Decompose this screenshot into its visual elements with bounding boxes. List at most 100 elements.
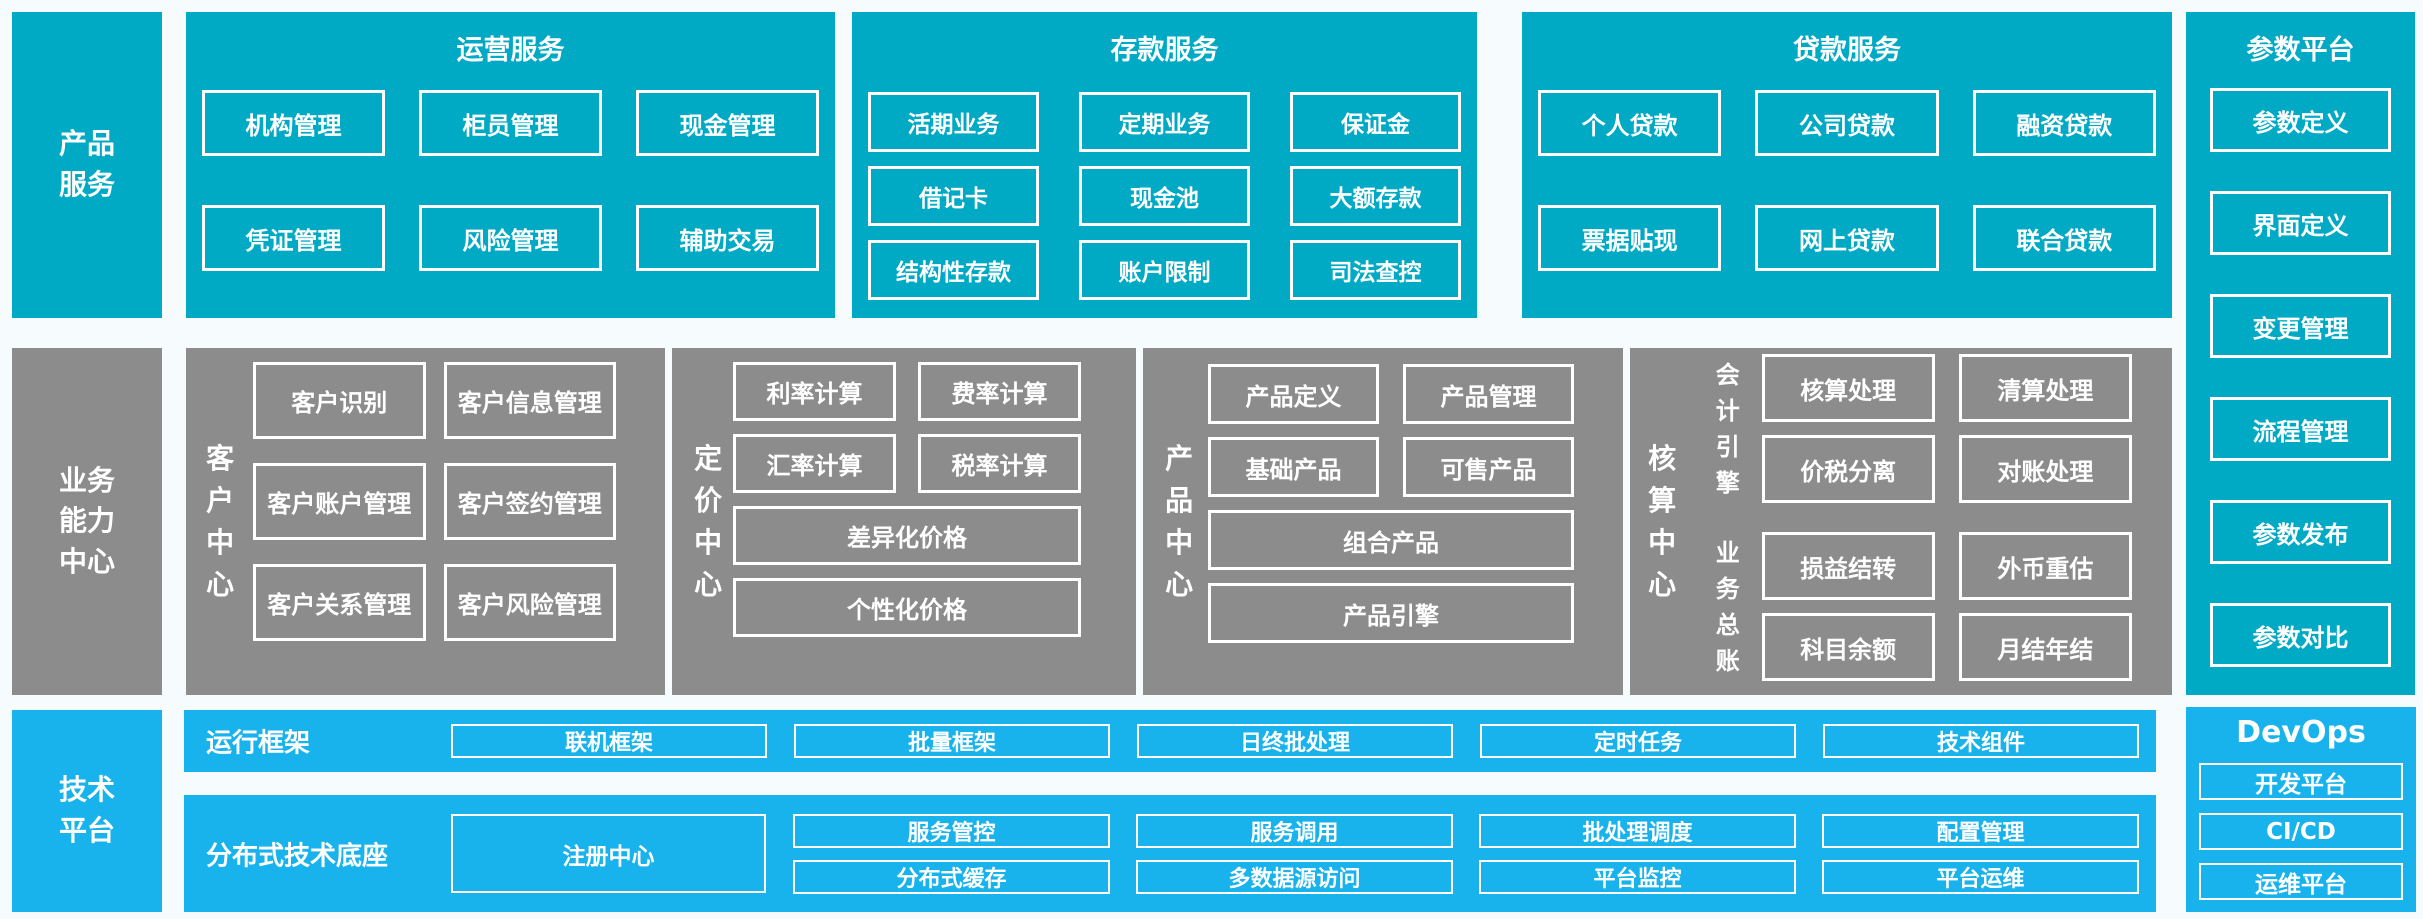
diagram-node: 基础产品 (1208, 437, 1379, 497)
diagram-node: 对账处理 (1958, 435, 2132, 503)
diagram-node: 客户风险管理 (443, 564, 616, 641)
diagram-node: 界面定义 (2210, 191, 2391, 255)
section-title: DevOps (2236, 715, 2366, 750)
diagram-node: 汇率计算 (733, 434, 896, 493)
diagram-node: 公司贷款 (1755, 90, 1939, 156)
section-title: 运营服务 (456, 35, 565, 66)
diagram-node: 定时任务 (1480, 724, 1796, 758)
diagram-node: 客户识别 (253, 362, 426, 439)
diagram-node: 分布式缓存 (793, 860, 1110, 894)
section-vertical-title: 核算中心 (1648, 441, 1677, 601)
node-grid: 活期业务 定期业务 保证金 借记卡 现金池 大额存款 结构性存款 账户限制 司法… (868, 92, 1461, 300)
node-stack: 参数定义 界面定义 变更管理 流程管理 参数发布 参数对比 (2210, 88, 2391, 667)
diagram-node: 差异化价格 (733, 506, 1081, 565)
diagram-node: 服务调用 (1136, 814, 1453, 848)
business-ledger-group: 业务总账 损益结转 外币重估 科目余额 月结年结 (1714, 532, 2132, 681)
diagram-node: 柜员管理 (419, 90, 602, 156)
diagram-node: 产品管理 (1403, 364, 1574, 424)
section-devops: DevOps 开发平台 CI/CD 运维平台 (2186, 707, 2416, 912)
section-accounting-center: 核算中心 会计引擎 核算处理 清算处理 价税分离 对账处理 业务总账 损益结转 … (1630, 348, 2172, 695)
diagram-node: 定期业务 (1079, 92, 1250, 152)
section-vertical-title: 定价中心 (694, 441, 723, 601)
diagram-node: 票据贴现 (1538, 205, 1722, 271)
section-distributed-tech-base: 分布式技术底座 注册中心 服务管控 服务调用 批处理调度 配置管理 分布式缓存 … (184, 795, 2156, 912)
diagram-node: 组合产品 (1208, 510, 1574, 570)
section-operations-services: 运营服务 机构管理 柜员管理 现金管理 凭证管理 风险管理 辅助交易 (186, 12, 835, 318)
section-vertical-title: 客户中心 (206, 441, 235, 601)
section-vertical-title: 产品中心 (1165, 441, 1194, 601)
diagram-node: 平台监控 (1479, 860, 1796, 894)
node-grid: 客户识别 客户信息管理 客户账户管理 客户签约管理 客户关系管理 客户风险管理 (253, 362, 616, 641)
diagram-node: 运维平台 (2199, 863, 2403, 900)
diagram-node: 服务管控 (793, 814, 1110, 848)
diagram-node: 个性化价格 (733, 578, 1081, 637)
node-grid: 利率计算 费率计算 汇率计算 税率计算 差异化价格 个性化价格 (733, 362, 1081, 637)
diagram-node: 机构管理 (202, 90, 385, 156)
row-label-text: 业务能力中心 (58, 463, 115, 578)
section-loan-services: 贷款服务 个人贷款 公司贷款 融资贷款 票据贴现 网上贷款 联合贷款 (1522, 12, 2172, 318)
accounting-engine-group: 会计引擎 核算处理 清算处理 价税分离 对账处理 (1714, 354, 2132, 503)
node-grid: 产品定义 产品管理 基础产品 可售产品 组合产品 产品引擎 (1208, 364, 1574, 643)
group-vertical-label: 业务总账 (1715, 538, 1740, 675)
diagram-node: 税率计算 (918, 434, 1081, 493)
diagram-node: 产品引擎 (1208, 583, 1574, 643)
diagram-node: 日终批处理 (1137, 724, 1453, 758)
diagram-node: 技术组件 (1823, 724, 2139, 758)
diagram-node: 个人贷款 (1538, 90, 1722, 156)
group-vertical-label: 会计引擎 (1715, 360, 1740, 497)
band-title: 运行框架 (206, 728, 311, 759)
section-title: 参数平台 (2246, 35, 2355, 66)
diagram-node: 借记卡 (868, 166, 1039, 226)
band-title: 分布式技术底座 (206, 841, 389, 871)
diagram-node: 月结年结 (1958, 613, 2132, 681)
node-grid: 机构管理 柜员管理 现金管理 凭证管理 风险管理 辅助交易 (202, 90, 819, 271)
diagram-node: 损益结转 (1761, 532, 1935, 600)
diagram-node: 活期业务 (868, 92, 1039, 152)
node-stack: 开发平台 CI/CD 运维平台 (2199, 763, 2403, 900)
section-title: 贷款服务 (1793, 35, 1901, 66)
section-parameter-platform: 参数平台 参数定义 界面定义 变更管理 流程管理 参数发布 参数对比 (2186, 12, 2415, 695)
diagram-node: 客户关系管理 (253, 564, 426, 641)
diagram-node: 风险管理 (419, 205, 602, 271)
diagram-node: 账户限制 (1079, 240, 1250, 300)
row-label-business-capability-center: 业务能力中心 (12, 348, 162, 695)
diagram-node: 参数对比 (2210, 603, 2391, 667)
row-label-technology-platform: 技术平台 (12, 710, 162, 912)
diagram-node: 批处理调度 (1479, 814, 1796, 848)
diagram-node: 核算处理 (1761, 354, 1935, 422)
diagram-node: 开发平台 (2199, 763, 2403, 800)
diagram-node: 科目余额 (1761, 613, 1935, 681)
diagram-node: 结构性存款 (868, 240, 1039, 300)
node-grid: 服务管控 服务调用 批处理调度 配置管理 分布式缓存 多数据源访问 平台监控 平… (793, 814, 2139, 894)
diagram-node: 可售产品 (1403, 437, 1574, 497)
diagram-node: 配置管理 (1822, 814, 2139, 848)
node-grid: 损益结转 外币重估 科目余额 月结年结 (1761, 532, 2132, 681)
row-label-text: 技术平台 (58, 773, 115, 847)
section-deposit-services: 存款服务 活期业务 定期业务 保证金 借记卡 现金池 大额存款 结构性存款 账户… (852, 12, 1477, 318)
diagram-node: 现金管理 (636, 90, 819, 156)
diagram-node: 价税分离 (1761, 435, 1935, 503)
diagram-node: 融资贷款 (1972, 90, 2156, 156)
diagram-node: 利率计算 (733, 362, 896, 421)
diagram-node: 大额存款 (1290, 166, 1461, 226)
diagram-node: 平台运维 (1822, 860, 2139, 894)
section-customer-center: 客户中心 客户识别 客户信息管理 客户账户管理 客户签约管理 客户关系管理 客户… (186, 348, 665, 695)
diagram-node: 变更管理 (2210, 294, 2391, 358)
diagram-node: 司法查控 (1290, 240, 1461, 300)
section-product-center: 产品中心 产品定义 产品管理 基础产品 可售产品 组合产品 产品引擎 (1143, 348, 1623, 695)
diagram-node-registry-center: 注册中心 (451, 814, 766, 893)
diagram-node: 参数发布 (2210, 500, 2391, 564)
row-label-text: 产品服务 (58, 127, 115, 201)
diagram-node: 凭证管理 (202, 205, 385, 271)
node-grid: 个人贷款 公司贷款 融资贷款 票据贴现 网上贷款 联合贷款 (1538, 90, 2156, 271)
section-title: 存款服务 (1110, 35, 1219, 66)
diagram-node: 参数定义 (2210, 88, 2391, 152)
diagram-node: 费率计算 (918, 362, 1081, 421)
diagram-node: 产品定义 (1208, 364, 1379, 424)
diagram-node: 保证金 (1290, 92, 1461, 152)
diagram-node: 现金池 (1079, 166, 1250, 226)
diagram-node: 辅助交易 (636, 205, 819, 271)
node-grid: 核算处理 清算处理 价税分离 对账处理 (1761, 354, 2132, 503)
section-pricing-center: 定价中心 利率计算 费率计算 汇率计算 税率计算 差异化价格 个性化价格 (672, 348, 1136, 695)
